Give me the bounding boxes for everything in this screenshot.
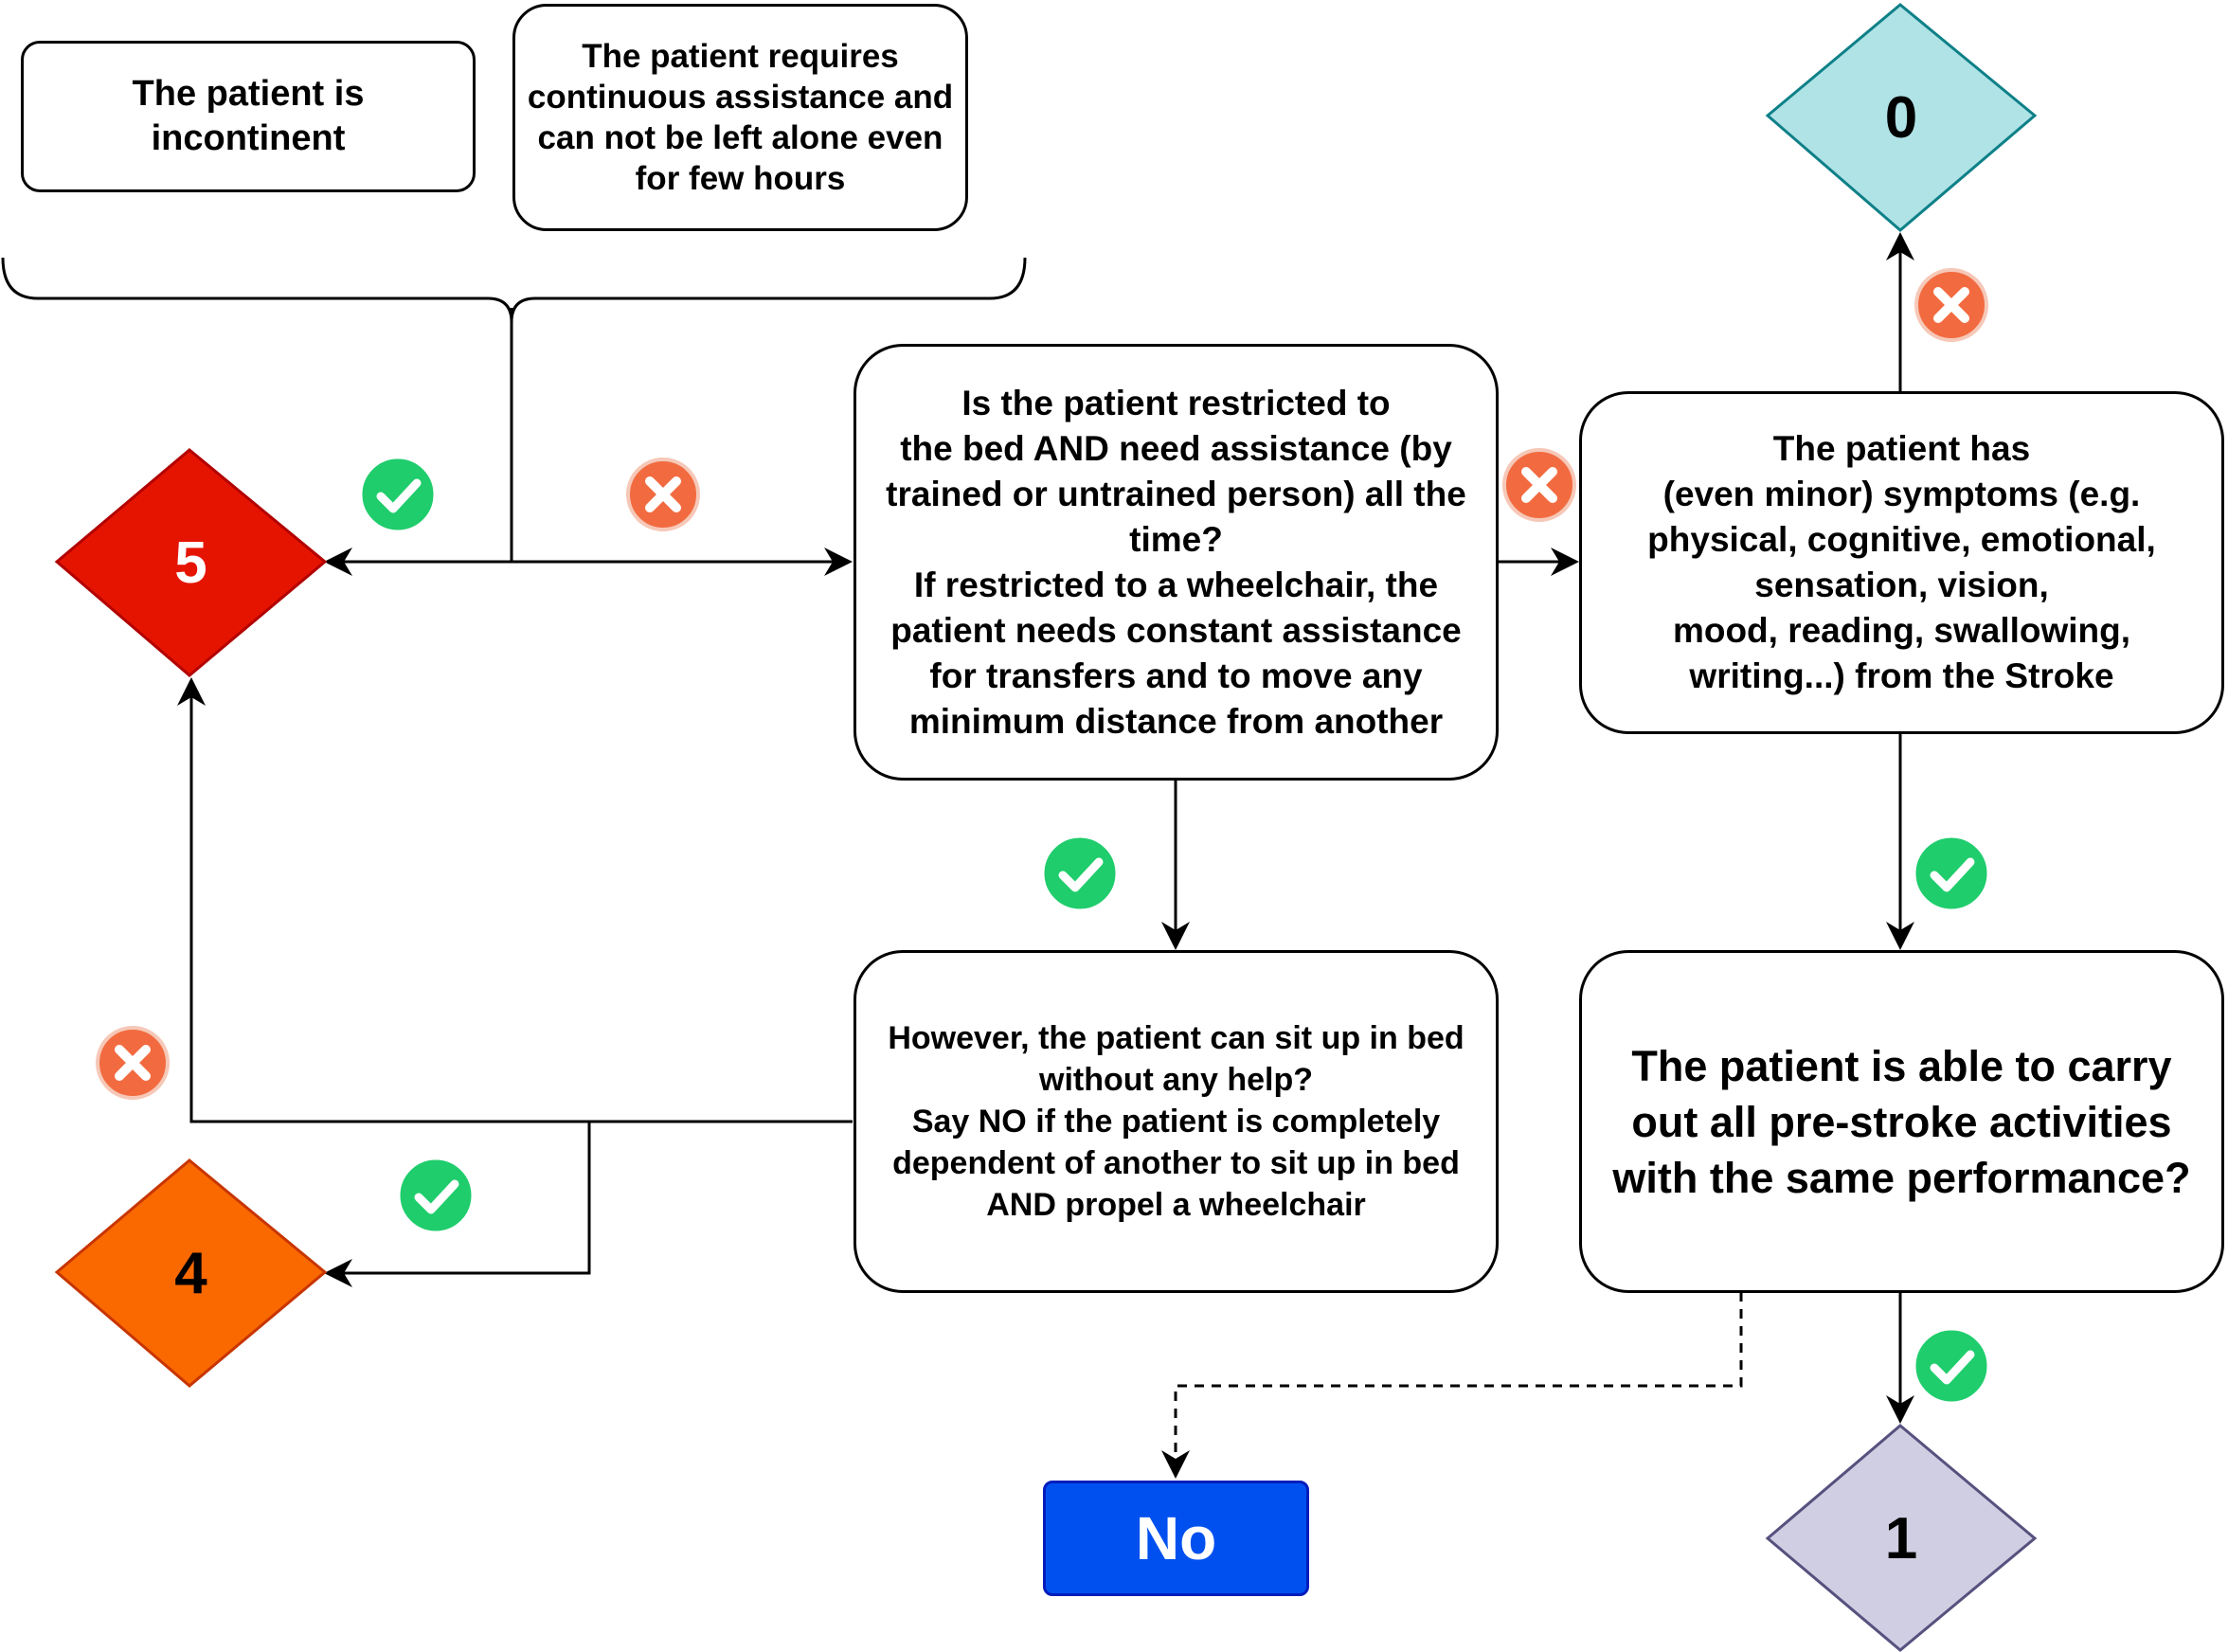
score-0-diamond (1765, 3, 2038, 232)
score-1-diamond (1765, 1424, 2038, 1652)
check-icon (1913, 1327, 1990, 1405)
check-icon (1913, 835, 1990, 912)
check-icon (1041, 835, 1119, 912)
pre-stroke-question-box: The patient is able to carry out all pre… (1579, 950, 2224, 1293)
score-0-label: 0 (1884, 84, 1918, 151)
cross-icon (96, 1026, 170, 1100)
incontinent-text: The patient is incontinent (132, 74, 365, 158)
continuous-assistance-text: The patient requires continuous assistan… (527, 38, 954, 197)
cross-icon (1914, 268, 1988, 342)
symptoms-question-box: The patient has (even minor) symptoms (e… (1579, 391, 2224, 734)
check-icon (359, 456, 437, 533)
pre-stroke-question-text: The patient is able to carry out all pre… (1612, 1041, 2191, 1202)
score-4-label: 4 (174, 1240, 207, 1306)
score-4-diamond (54, 1158, 328, 1388)
sit-up-question-box: However, the patient can sit up in bed w… (853, 950, 1499, 1293)
arrow-situp-to-5 (177, 677, 853, 1123)
dashed-arrow-prestroke-to-no (1161, 1292, 1743, 1479)
no-terminal: No (1043, 1481, 1309, 1596)
cross-icon (1502, 448, 1576, 522)
arrow-situp-to-4 (324, 1122, 591, 1287)
score-5-diamond (54, 448, 328, 677)
sit-up-question-text: However, the patient can sit up in bed w… (888, 1020, 1464, 1223)
restricted-bed-question-text: Is the patient restricted to the bed AND… (886, 383, 1466, 741)
score-1-label: 1 (1884, 1505, 1918, 1571)
symptoms-question-text: The patient has (even minor) symptoms (e… (1647, 429, 2156, 695)
check-icon (397, 1157, 475, 1234)
restricted-bed-question-box: Is the patient restricted to the bed AND… (853, 344, 1499, 781)
continuous-assistance-box: The patient requires continuous assistan… (512, 4, 968, 231)
incontinent-box: The patient is incontinent (21, 41, 476, 192)
score-5-label: 5 (174, 530, 207, 596)
grouping-brace (1, 257, 1027, 323)
cross-icon (626, 458, 700, 531)
